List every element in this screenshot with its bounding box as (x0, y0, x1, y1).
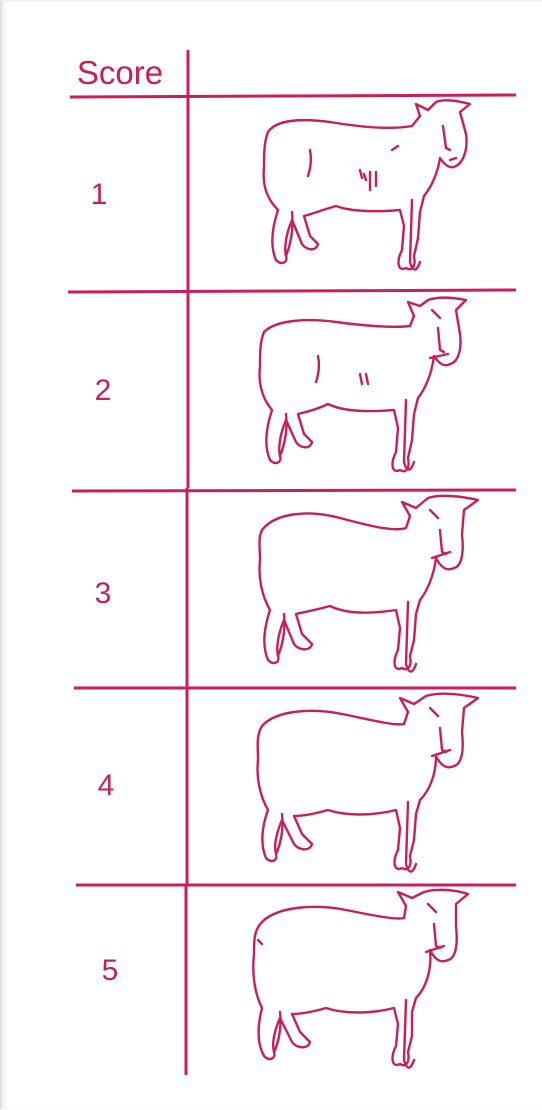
sheep-illustration-score-5 (253, 890, 468, 1068)
sheep-illustration-score-3 (259, 496, 478, 672)
score-4-label: 4 (98, 769, 115, 802)
row-rule (72, 490, 516, 491)
score-1-label: 1 (91, 178, 108, 211)
sheep-illustration-score-2 (260, 298, 467, 472)
score-3-label: 3 (95, 577, 112, 610)
row-rule (68, 290, 516, 292)
score-header-label: Score (77, 54, 163, 91)
table-rules (68, 50, 516, 1075)
sheep-illustration-score-4 (257, 694, 478, 872)
score-2-label: 2 (95, 374, 112, 407)
score-5-label: 5 (102, 954, 119, 987)
sheep-illustration-score-1 (264, 100, 470, 269)
header-rule (70, 95, 516, 97)
